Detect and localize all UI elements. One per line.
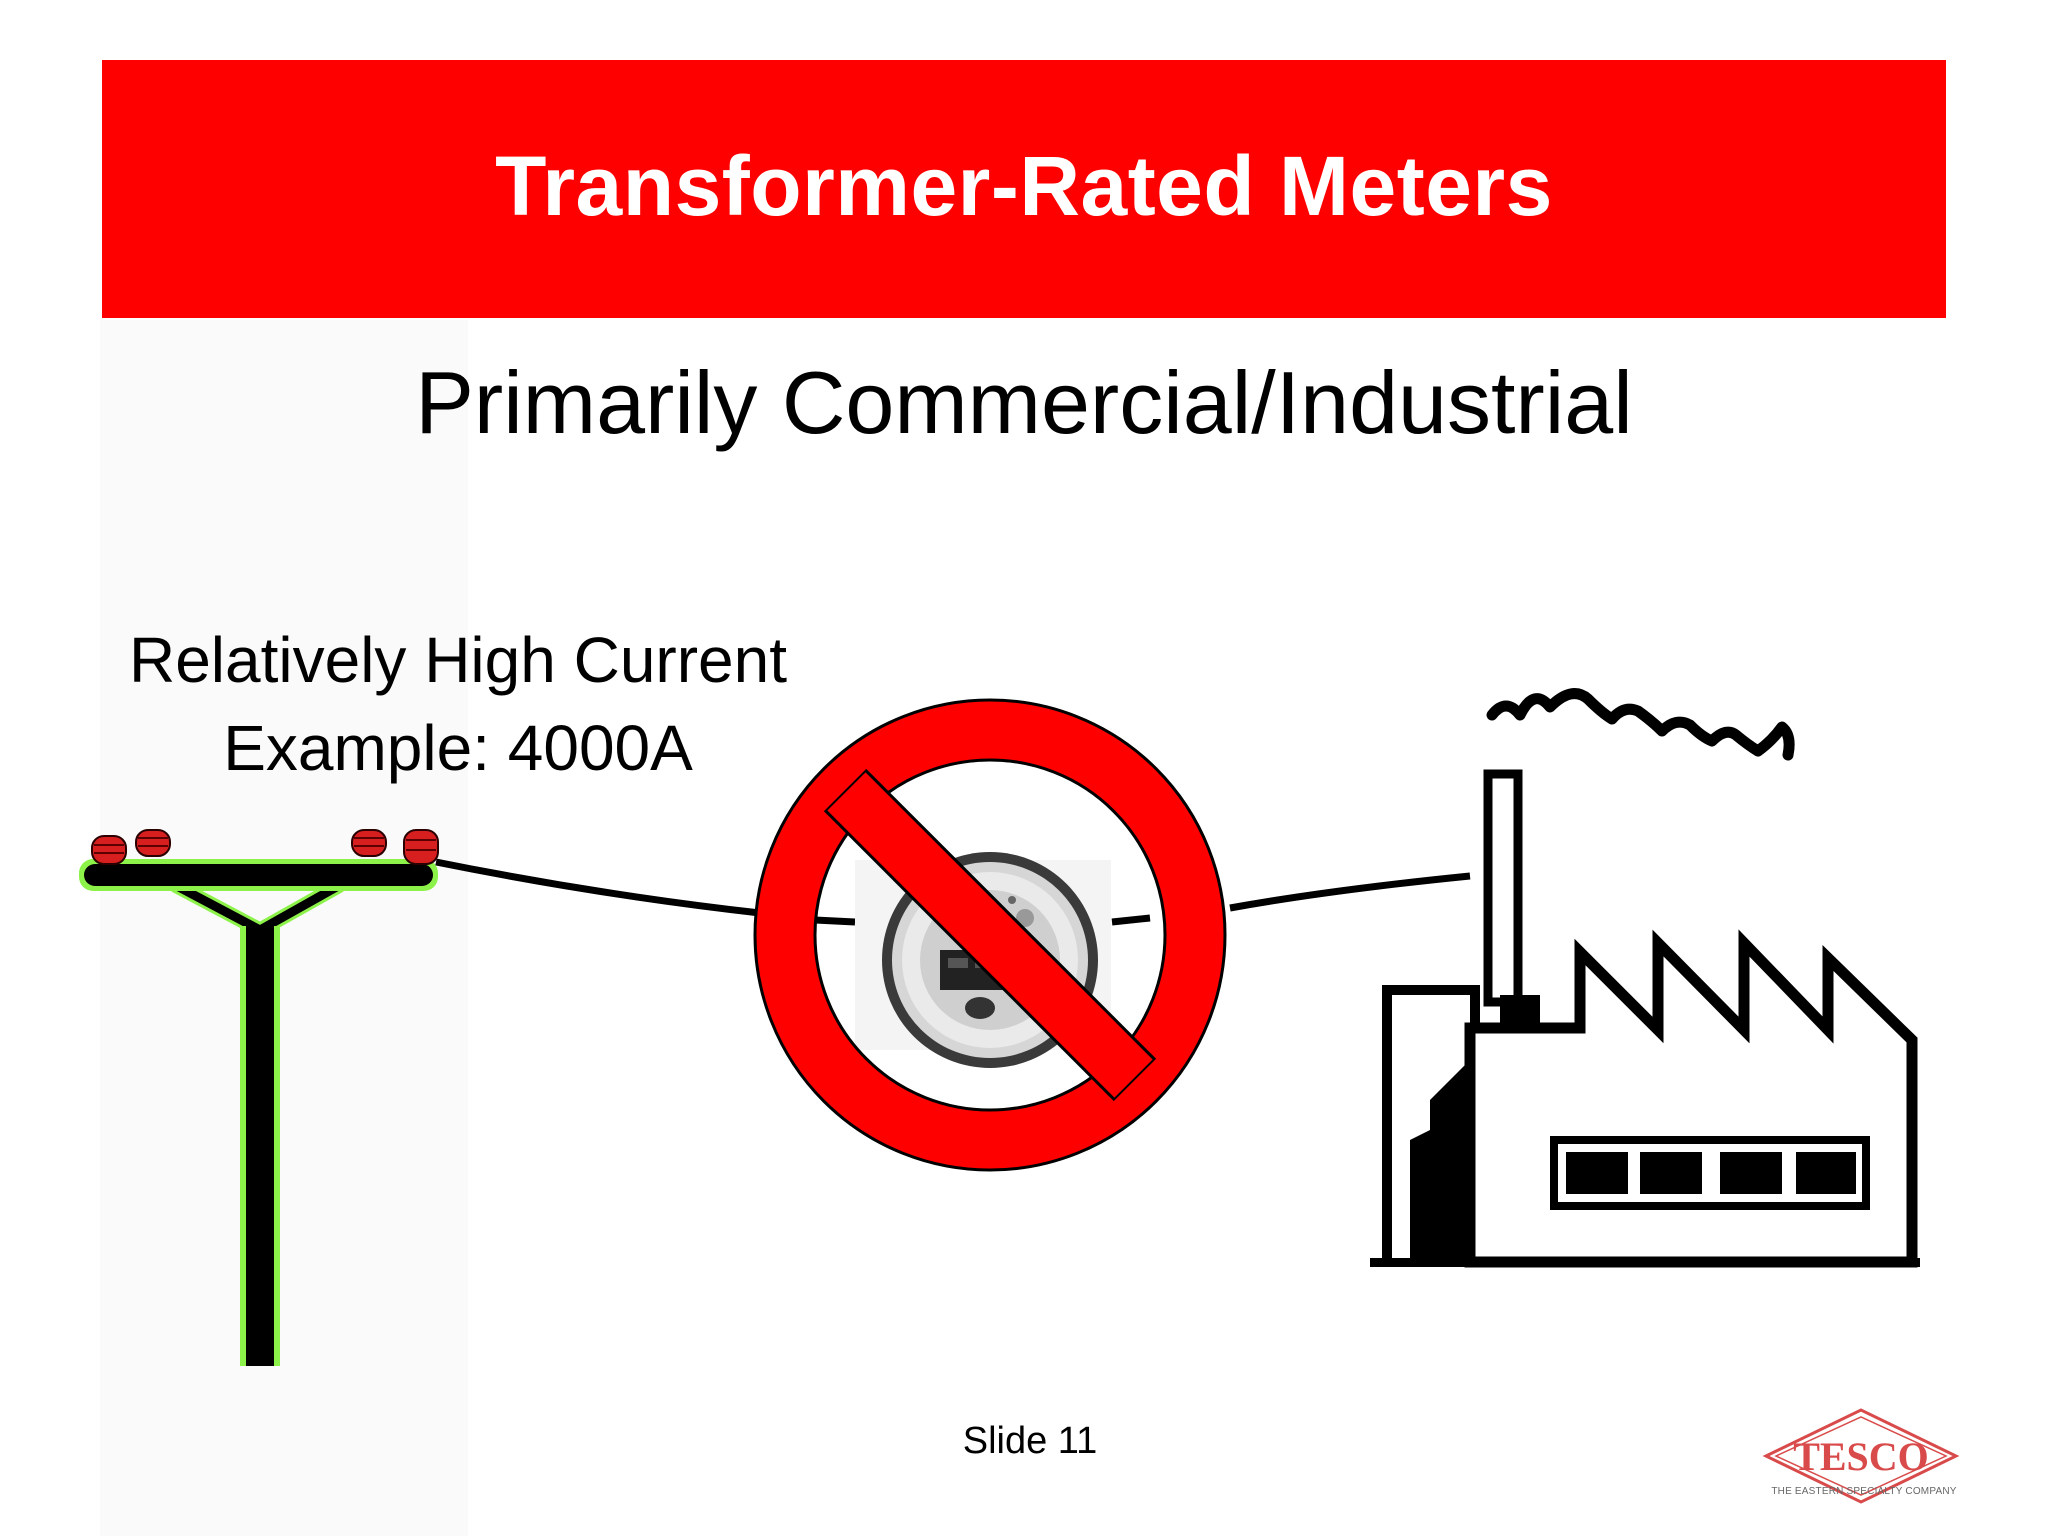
slide-subtitle: Primarily Commercial/Industrial — [415, 353, 1633, 452]
power-line-right — [1229, 872, 1471, 912]
tesco-logo: TESCO — [1762, 1408, 1960, 1504]
slide-title: Transformer-Rated Meters — [495, 138, 1553, 233]
power-line-left-inner — [814, 916, 856, 926]
note-line-1: Relatively High Current — [128, 624, 788, 696]
utility-pole-icon — [79, 829, 439, 1366]
power-line-left — [435, 858, 761, 917]
logo-tagline: THE EASTERN SPECIALTY COMPANY — [1771, 1486, 1957, 1497]
slide-number: Slide 11 — [962, 1420, 1098, 1462]
logo-wordmark: TESCO — [1793, 1434, 1929, 1479]
no-meter-prohibition-icon — [753, 698, 1227, 1172]
factory-icon — [1370, 688, 1920, 1268]
background-panel — [100, 320, 468, 1536]
current-note: Relatively High Current Example: 4000A — [98, 616, 818, 792]
insulator-icon — [91, 829, 439, 865]
power-line-right-inner — [1111, 914, 1151, 926]
title-banner: Transformer-Rated Meters — [102, 60, 1946, 318]
smoke-icon — [1486, 688, 1795, 761]
note-line-2: Example: 4000A — [223, 712, 693, 784]
factory-window-panes — [1566, 1152, 1856, 1194]
